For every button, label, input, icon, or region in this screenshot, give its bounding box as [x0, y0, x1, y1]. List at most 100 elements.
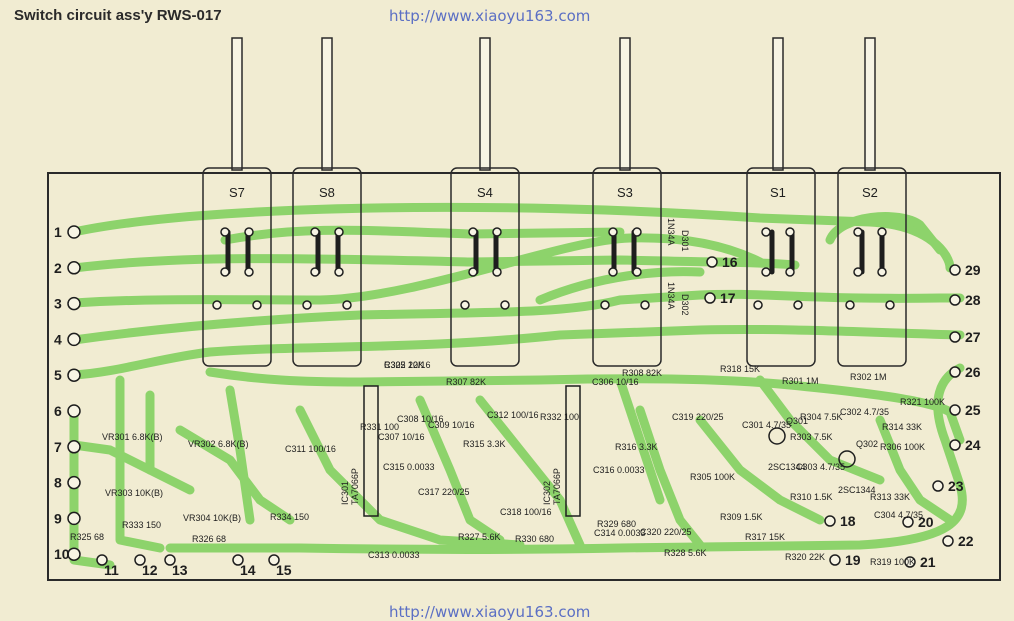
ic-type-ic301: TA7066P	[350, 468, 360, 505]
switch-pad	[310, 267, 320, 277]
terminal-label-7: 7	[54, 439, 62, 455]
switch-pad	[460, 300, 470, 310]
component-label-c313: C313 0.0033	[368, 550, 420, 560]
terminal-label-6: 6	[54, 403, 62, 419]
component-label-r320: R320 22K	[785, 552, 825, 562]
component-label-c314: C314 0.0033	[594, 528, 646, 538]
switch-pad	[302, 300, 312, 310]
board-outline	[47, 172, 1001, 581]
terminal-pad-13	[164, 554, 176, 566]
terminal-label-19: 19	[845, 552, 861, 568]
transistor-body	[768, 427, 786, 445]
component-label-c302: C302 4.7/35	[840, 407, 889, 417]
component-label-c309: C309 10/16	[428, 420, 475, 430]
terminal-label-20: 20	[918, 514, 934, 530]
switch-pad	[220, 227, 230, 237]
component-label-r313: R313 33K	[870, 492, 910, 502]
terminal-label-23: 23	[948, 478, 964, 494]
switch-pad	[244, 227, 254, 237]
component-label-r331: R331 100	[360, 422, 399, 432]
switch-pad	[334, 227, 344, 237]
terminal-pad-12	[134, 554, 146, 566]
vr-label-vr304: VR304 10K(B)	[183, 513, 241, 523]
diode-ref-d302: D302	[680, 294, 690, 316]
switch-pad	[492, 267, 502, 277]
component-label-c303: C303 4.7/35	[796, 462, 845, 472]
terminal-pad-6	[67, 404, 81, 418]
terminal-pad-19	[829, 554, 841, 566]
component-label-c315: C315 0.0033	[383, 462, 435, 472]
component-label-r310: R310 1.5K	[790, 492, 833, 502]
terminal-label-22: 22	[958, 533, 974, 549]
component-label-r327: R327 5.6K	[458, 532, 501, 542]
copper-traces	[69, 202, 967, 570]
terminal-label-26: 26	[965, 364, 981, 380]
switch-pad	[220, 267, 230, 277]
component-label-c319: C319 220/25	[672, 412, 724, 422]
terminal-label-18: 18	[840, 513, 856, 529]
switch-pad	[334, 267, 344, 277]
component-label-r314: R314 33K	[882, 422, 922, 432]
switch-pad	[853, 227, 863, 237]
component-label-c317: C317 220/25	[418, 487, 470, 497]
terminal-pad-22	[942, 535, 954, 547]
terminal-pad-2	[67, 261, 81, 275]
terminal-pad-26	[949, 366, 961, 378]
terminal-label-27: 27	[965, 329, 981, 345]
component-label-c308: C308 10/16	[397, 414, 444, 424]
switch-pad	[877, 267, 887, 277]
diode-type-d302: 1N34A	[666, 282, 676, 310]
terminal-pad-27	[949, 331, 961, 343]
ic-ref-ic302: IC302	[542, 481, 552, 505]
terminal-label-10: 10	[54, 546, 70, 562]
switch-pad	[244, 267, 254, 277]
switch-pad	[761, 227, 771, 237]
switch-pad	[853, 267, 863, 277]
switch-pad	[492, 227, 502, 237]
component-label-r330: R330 680	[515, 534, 554, 544]
terminal-label-15: 15	[276, 562, 292, 578]
terminal-pad-25	[949, 404, 961, 416]
component-label-r333: R333 150	[122, 520, 161, 530]
diode-ref-d301: D301	[680, 230, 690, 252]
component-label-c316: C316 0.0033	[593, 465, 645, 475]
terminal-pad-29	[949, 264, 961, 276]
terminal-pad-11	[96, 554, 108, 566]
component-label-r321: R321 100K	[900, 397, 945, 407]
terminal-pad-18	[824, 515, 836, 527]
terminal-label-9: 9	[54, 510, 62, 526]
switch-contacts	[225, 229, 885, 275]
component-label-r315: R315 3.3K	[463, 439, 506, 449]
component-label-r301: R301 1M	[782, 376, 819, 386]
diode-type-d301: 1N34A	[666, 218, 676, 246]
switch-pad	[342, 300, 352, 310]
switch-label-s1: S1	[770, 185, 786, 200]
switch-label-s4: S4	[477, 185, 493, 200]
switch-pad	[785, 227, 795, 237]
terminal-label-12: 12	[142, 562, 158, 578]
terminal-pad-17	[704, 292, 716, 304]
component-label-r304: R304 7.5K	[800, 412, 843, 422]
terminal-pad-14	[232, 554, 244, 566]
component-label-r329: R329 680	[597, 519, 636, 529]
terminal-pad-3	[67, 296, 81, 311]
watermark-url-bottom: http://www.xiaoyu163.com	[389, 603, 591, 621]
switch-pad	[793, 300, 803, 310]
terminal-pad-8	[67, 475, 81, 490]
switch-pad	[310, 227, 320, 237]
component-label-r302: R302 1M	[850, 372, 887, 382]
terminal-label-29: 29	[965, 262, 981, 278]
component-label-r318: R318 15K	[720, 364, 760, 374]
component-label-c311: C311 100/16	[285, 444, 336, 454]
switch-pad	[212, 300, 222, 310]
terminal-label-14: 14	[240, 562, 256, 578]
transistor-type-q301: 2SC1344	[768, 462, 806, 472]
terminal-pad-10	[67, 547, 81, 561]
terminal-label-1: 1	[54, 224, 62, 240]
component-label-r317: R317 15K	[745, 532, 785, 542]
terminal-pad-5	[67, 368, 81, 382]
terminal-pad-16	[706, 256, 718, 268]
terminal-label-16: 16	[722, 254, 738, 270]
terminal-pad-4	[67, 332, 81, 347]
